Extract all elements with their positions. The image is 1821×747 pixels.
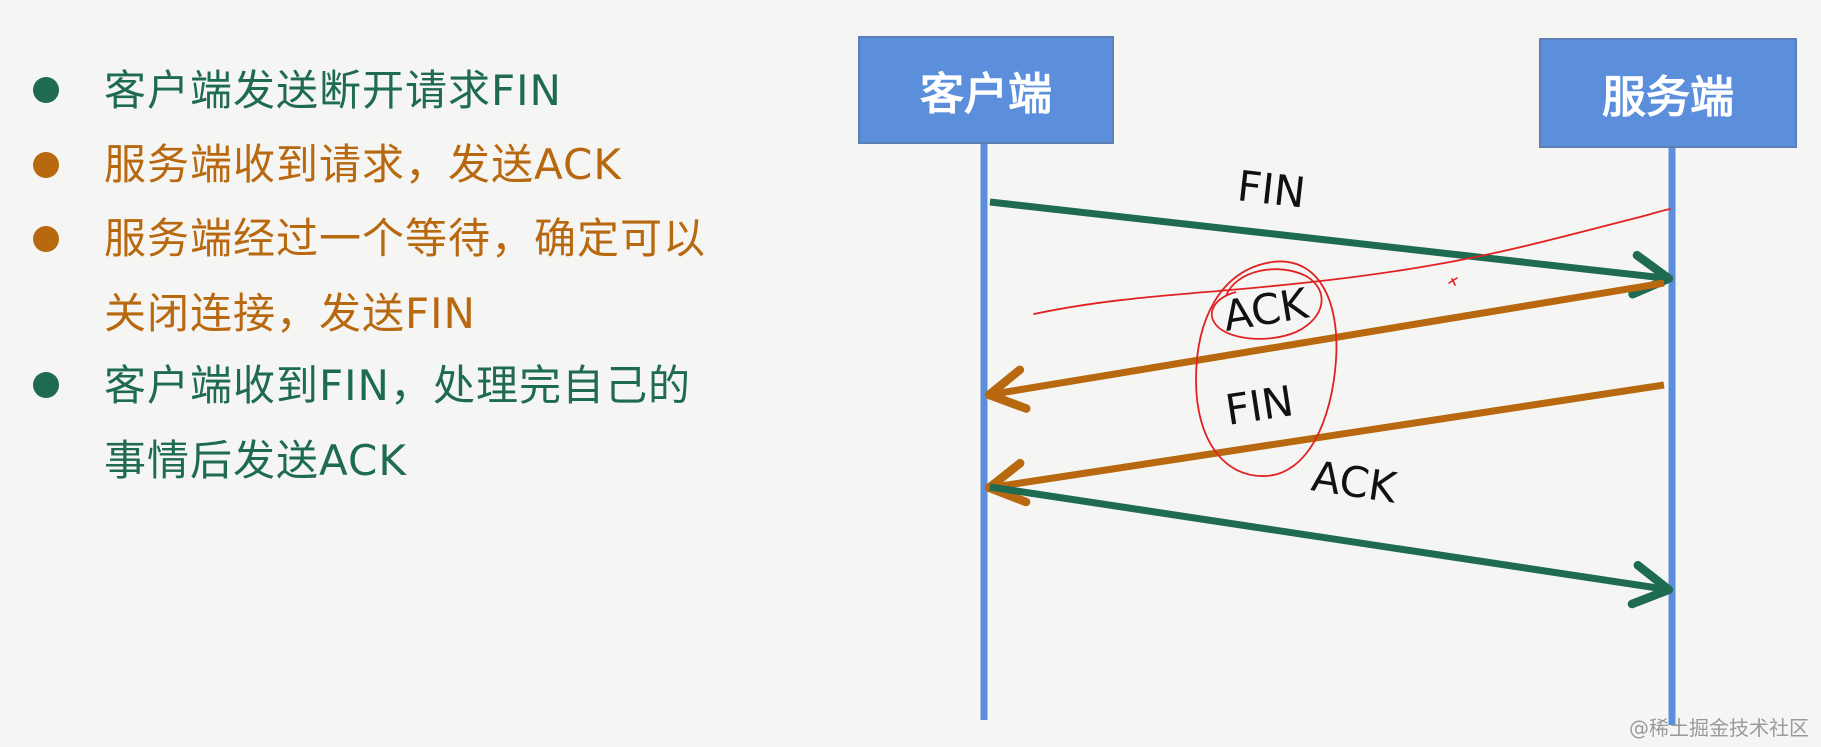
red-underline-scribble [1033,208,1671,315]
message-arrow-fin-2 [984,381,1665,507]
bullet-dot-1 [33,77,59,103]
bullet-4-line-1: 客户端收到FIN，处理完自己的 [104,361,691,410]
red-circle-around-ack [1210,268,1323,340]
bullet-2-line-1: 服务端收到请求，发送ACK [104,140,622,189]
client-box: 客户端 [858,36,1114,144]
message-label-fin-2: FIN [1222,376,1297,435]
bullet-dot-4 [33,372,59,398]
red-oval-annotation [1195,260,1338,477]
red-pen-mark [1448,277,1458,286]
bullet-3-line-1: 服务端经过一个等待，确定可以 [104,214,707,263]
bullet-4-line-2: 事情后发送ACK [104,436,407,485]
message-arrow-ack-1 [984,279,1665,413]
message-label-ack-2: ACK [1309,451,1402,512]
bullet-3-line-2: 关闭连接，发送FIN [104,289,476,338]
watermark: @稀土掘金技术社区 [1629,716,1809,740]
bullet-dot-3 [33,226,59,252]
message-arrow-ack-2 [989,483,1674,609]
bullet-dot-2 [33,152,59,178]
message-label-fin-1: FIN [1235,161,1308,217]
server-box: 服务端 [1539,38,1797,148]
message-arrow-fin-1 [989,198,1674,299]
bullet-1-line-1: 客户端发送断开请求FIN [104,66,562,115]
